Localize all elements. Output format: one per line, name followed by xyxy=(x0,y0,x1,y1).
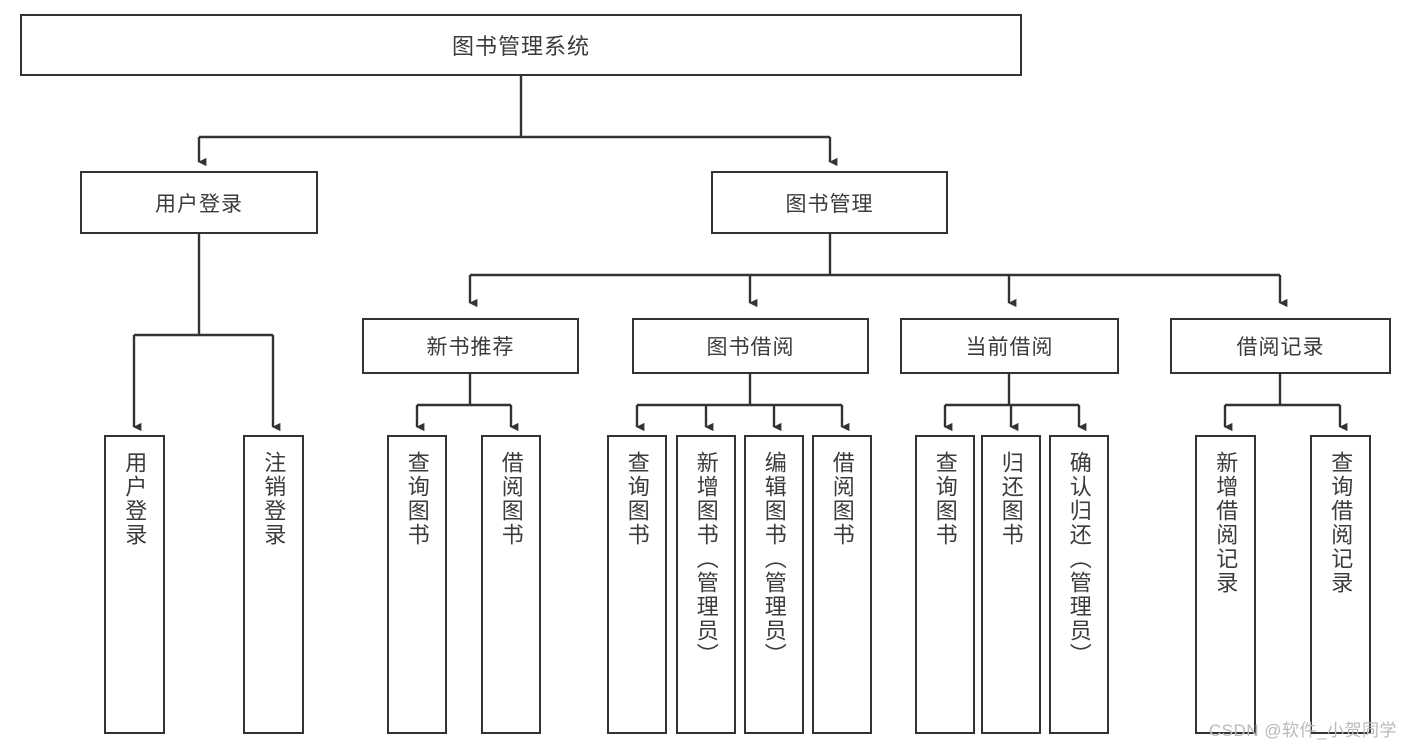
node-leaf-user-login[interactable]: 用户登录 xyxy=(104,435,165,734)
node-borrow-record[interactable]: 借阅记录 xyxy=(1170,318,1391,374)
node-leaf-query-book-1[interactable]: 查询图书 xyxy=(387,435,447,734)
node-leaf-query-record-label: 查询借阅记录 xyxy=(1328,451,1354,595)
node-leaf-borrow-book-2-label: 借阅图书 xyxy=(829,451,855,547)
node-user-login-label: 用户登录 xyxy=(155,192,243,216)
node-borrow-record-label: 借阅记录 xyxy=(1236,336,1325,359)
node-book-borrow[interactable]: 图书借阅 xyxy=(632,318,869,374)
node-leaf-borrow-book-1-label: 借阅图书 xyxy=(498,451,524,547)
node-leaf-borrow-book-2[interactable]: 借阅图书 xyxy=(812,435,872,734)
node-leaf-borrow-book-1[interactable]: 借阅图书 xyxy=(481,435,541,734)
node-user-login[interactable]: 用户登录 xyxy=(80,171,318,234)
node-leaf-add-record[interactable]: 新增借阅记录 xyxy=(1195,435,1256,734)
node-leaf-query-book-3[interactable]: 查询图书 xyxy=(915,435,975,734)
node-leaf-query-book-2-label: 查询图书 xyxy=(624,451,650,547)
node-leaf-add-book-label: 新增图书（管理员） xyxy=(693,451,719,667)
node-leaf-add-book[interactable]: 新增图书（管理员） xyxy=(676,435,736,734)
node-leaf-query-record[interactable]: 查询借阅记录 xyxy=(1310,435,1371,734)
node-book-management-label: 图书管理 xyxy=(785,192,874,216)
node-book-borrow-label: 图书借阅 xyxy=(706,336,795,359)
node-leaf-query-book-2[interactable]: 查询图书 xyxy=(607,435,667,734)
node-book-management[interactable]: 图书管理 xyxy=(711,171,948,234)
node-current-borrow[interactable]: 当前借阅 xyxy=(900,318,1119,374)
node-leaf-user-logout[interactable]: 注销登录 xyxy=(243,435,304,734)
node-leaf-edit-book[interactable]: 编辑图书（管理员） xyxy=(744,435,804,734)
node-leaf-user-login-label: 用户登录 xyxy=(122,451,148,547)
node-leaf-user-logout-label: 注销登录 xyxy=(261,451,287,547)
node-leaf-add-record-label: 新增借阅记录 xyxy=(1213,451,1239,595)
node-leaf-query-book-3-label: 查询图书 xyxy=(932,451,958,547)
node-root-system-label: 图书管理系统 xyxy=(451,34,590,59)
node-leaf-return-book-label: 归还图书 xyxy=(998,451,1024,547)
node-leaf-return-book[interactable]: 归还图书 xyxy=(981,435,1041,734)
node-root-system[interactable]: 图书管理系统 xyxy=(20,14,1022,76)
node-leaf-confirm-return[interactable]: 确认归还（管理员） xyxy=(1049,435,1109,734)
node-leaf-edit-book-label: 编辑图书（管理员） xyxy=(761,451,787,667)
node-leaf-query-book-1-label: 查询图书 xyxy=(404,451,430,547)
node-current-borrow-label: 当前借阅 xyxy=(965,336,1054,359)
node-leaf-confirm-return-label: 确认归还（管理员） xyxy=(1066,451,1092,667)
node-new-book-recommend[interactable]: 新书推荐 xyxy=(362,318,579,374)
node-new-book-recommend-label: 新书推荐 xyxy=(426,336,515,359)
